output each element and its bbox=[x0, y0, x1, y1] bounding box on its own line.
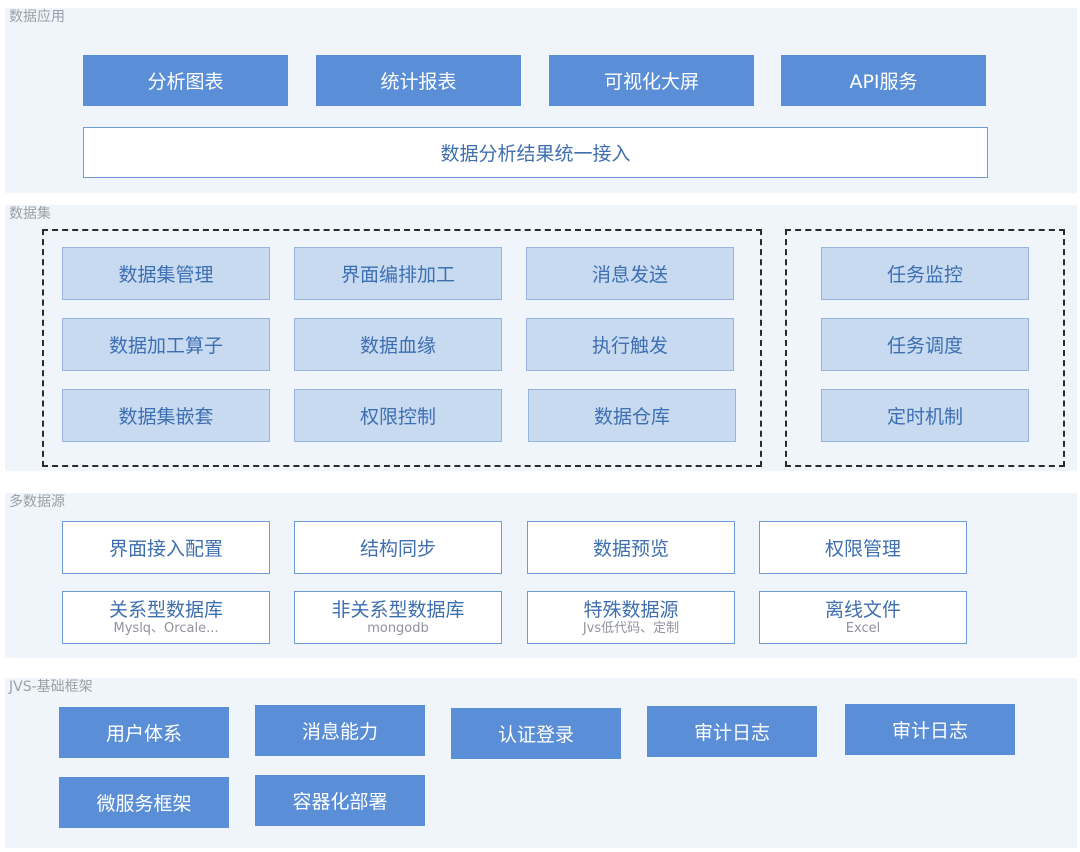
dataset-item[interactable]: 数据集管理 bbox=[62, 247, 270, 300]
source-item[interactable]: 界面接入配置 bbox=[62, 521, 270, 574]
box-label: 统计报表 bbox=[380, 71, 457, 93]
box-label: API服务 bbox=[849, 71, 918, 93]
section-title: JVS-基础框架 bbox=[9, 679, 93, 695]
box-label: 消息能力 bbox=[301, 721, 378, 743]
box-sublabel: Jvs低代码、定制 bbox=[582, 620, 680, 636]
box-label: 审计日志 bbox=[891, 720, 968, 742]
dataset-item[interactable]: 界面编排加工 bbox=[294, 247, 502, 300]
source-item[interactable]: 结构同步 bbox=[294, 521, 502, 574]
dataset-group-border bbox=[42, 229, 762, 467]
box-sublabel: mongodb bbox=[367, 620, 429, 636]
box-label: 用户体系 bbox=[105, 723, 182, 745]
box-sublabel: Myslq、Orcale... bbox=[113, 620, 219, 636]
box-label: 定时机制 bbox=[886, 406, 963, 428]
box-label: 容器化部署 bbox=[292, 791, 388, 813]
app-analysis-chart[interactable]: 分析图表 bbox=[83, 55, 288, 106]
dataset-item[interactable]: 消息发送 bbox=[526, 247, 734, 300]
box-label: 离线文件 bbox=[824, 598, 901, 621]
box-label: 关系型数据库 bbox=[108, 598, 223, 621]
source-type-item[interactable]: 非关系型数据库 mongodb bbox=[294, 591, 502, 644]
box-label: 数据血缘 bbox=[359, 335, 436, 357]
box-label: 权限管理 bbox=[824, 538, 901, 560]
box-label: 结构同步 bbox=[359, 538, 436, 560]
box-label: 执行触发 bbox=[591, 335, 668, 357]
section-title: 多数据源 bbox=[9, 494, 65, 510]
task-item[interactable]: 任务调度 bbox=[821, 318, 1029, 371]
source-type-item[interactable]: 离线文件 Excel bbox=[759, 591, 967, 644]
dataset-item[interactable]: 数据加工算子 bbox=[62, 318, 270, 371]
box-label: 数据预览 bbox=[592, 538, 669, 560]
box-label: 数据仓库 bbox=[593, 406, 670, 428]
box-label: 可视化大屏 bbox=[603, 71, 699, 93]
base-item[interactable]: 消息能力 bbox=[255, 705, 425, 756]
box-label: 数据集管理 bbox=[118, 264, 214, 286]
dataset-item[interactable]: 权限控制 bbox=[294, 389, 502, 442]
dataset-item[interactable]: 数据集嵌套 bbox=[62, 389, 270, 442]
dataset-item[interactable]: 数据仓库 bbox=[528, 389, 736, 442]
base-item[interactable]: 容器化部署 bbox=[255, 775, 425, 826]
box-label: 审计日志 bbox=[693, 722, 770, 744]
base-item[interactable]: 审计日志 bbox=[647, 706, 817, 757]
app-unified-access[interactable]: 数据分析结果统一接入 bbox=[83, 127, 988, 178]
box-label: 数据分析结果统一接入 bbox=[440, 143, 631, 165]
source-item[interactable]: 权限管理 bbox=[759, 521, 967, 574]
box-label: 分析图表 bbox=[147, 71, 224, 93]
box-label: 权限控制 bbox=[359, 406, 436, 428]
task-group-border bbox=[785, 229, 1065, 467]
section-title: 数据应用 bbox=[9, 9, 65, 25]
base-item[interactable]: 用户体系 bbox=[59, 707, 229, 758]
dataset-item[interactable]: 数据血缘 bbox=[294, 318, 502, 371]
box-label: 微服务框架 bbox=[96, 793, 192, 815]
box-sublabel: Excel bbox=[845, 620, 881, 636]
box-label: 认证登录 bbox=[497, 724, 574, 746]
box-label: 任务监控 bbox=[886, 264, 963, 286]
app-api-service[interactable]: API服务 bbox=[781, 55, 986, 106]
box-label: 特殊数据源 bbox=[583, 598, 679, 621]
box-label: 界面接入配置 bbox=[108, 538, 223, 560]
box-label: 任务调度 bbox=[886, 335, 963, 357]
box-label: 界面编排加工 bbox=[340, 264, 455, 286]
source-item[interactable]: 数据预览 bbox=[527, 521, 735, 574]
source-type-item[interactable]: 关系型数据库 Myslq、Orcale... bbox=[62, 591, 270, 644]
box-label: 非关系型数据库 bbox=[331, 598, 465, 621]
dataset-item[interactable]: 执行触发 bbox=[526, 318, 734, 371]
base-item[interactable]: 微服务框架 bbox=[59, 777, 229, 828]
base-item[interactable]: 认证登录 bbox=[451, 708, 621, 759]
section-title: 数据集 bbox=[9, 206, 51, 222]
base-item[interactable]: 审计日志 bbox=[845, 704, 1015, 755]
task-item[interactable]: 定时机制 bbox=[821, 389, 1029, 442]
box-label: 数据加工算子 bbox=[108, 335, 223, 357]
box-label: 数据集嵌套 bbox=[118, 406, 214, 428]
box-label: 消息发送 bbox=[591, 264, 668, 286]
source-type-item[interactable]: 特殊数据源 Jvs低代码、定制 bbox=[527, 591, 735, 644]
app-statistics-report[interactable]: 统计报表 bbox=[316, 55, 521, 106]
app-visual-dashboard[interactable]: 可视化大屏 bbox=[549, 55, 754, 106]
task-item[interactable]: 任务监控 bbox=[821, 247, 1029, 300]
